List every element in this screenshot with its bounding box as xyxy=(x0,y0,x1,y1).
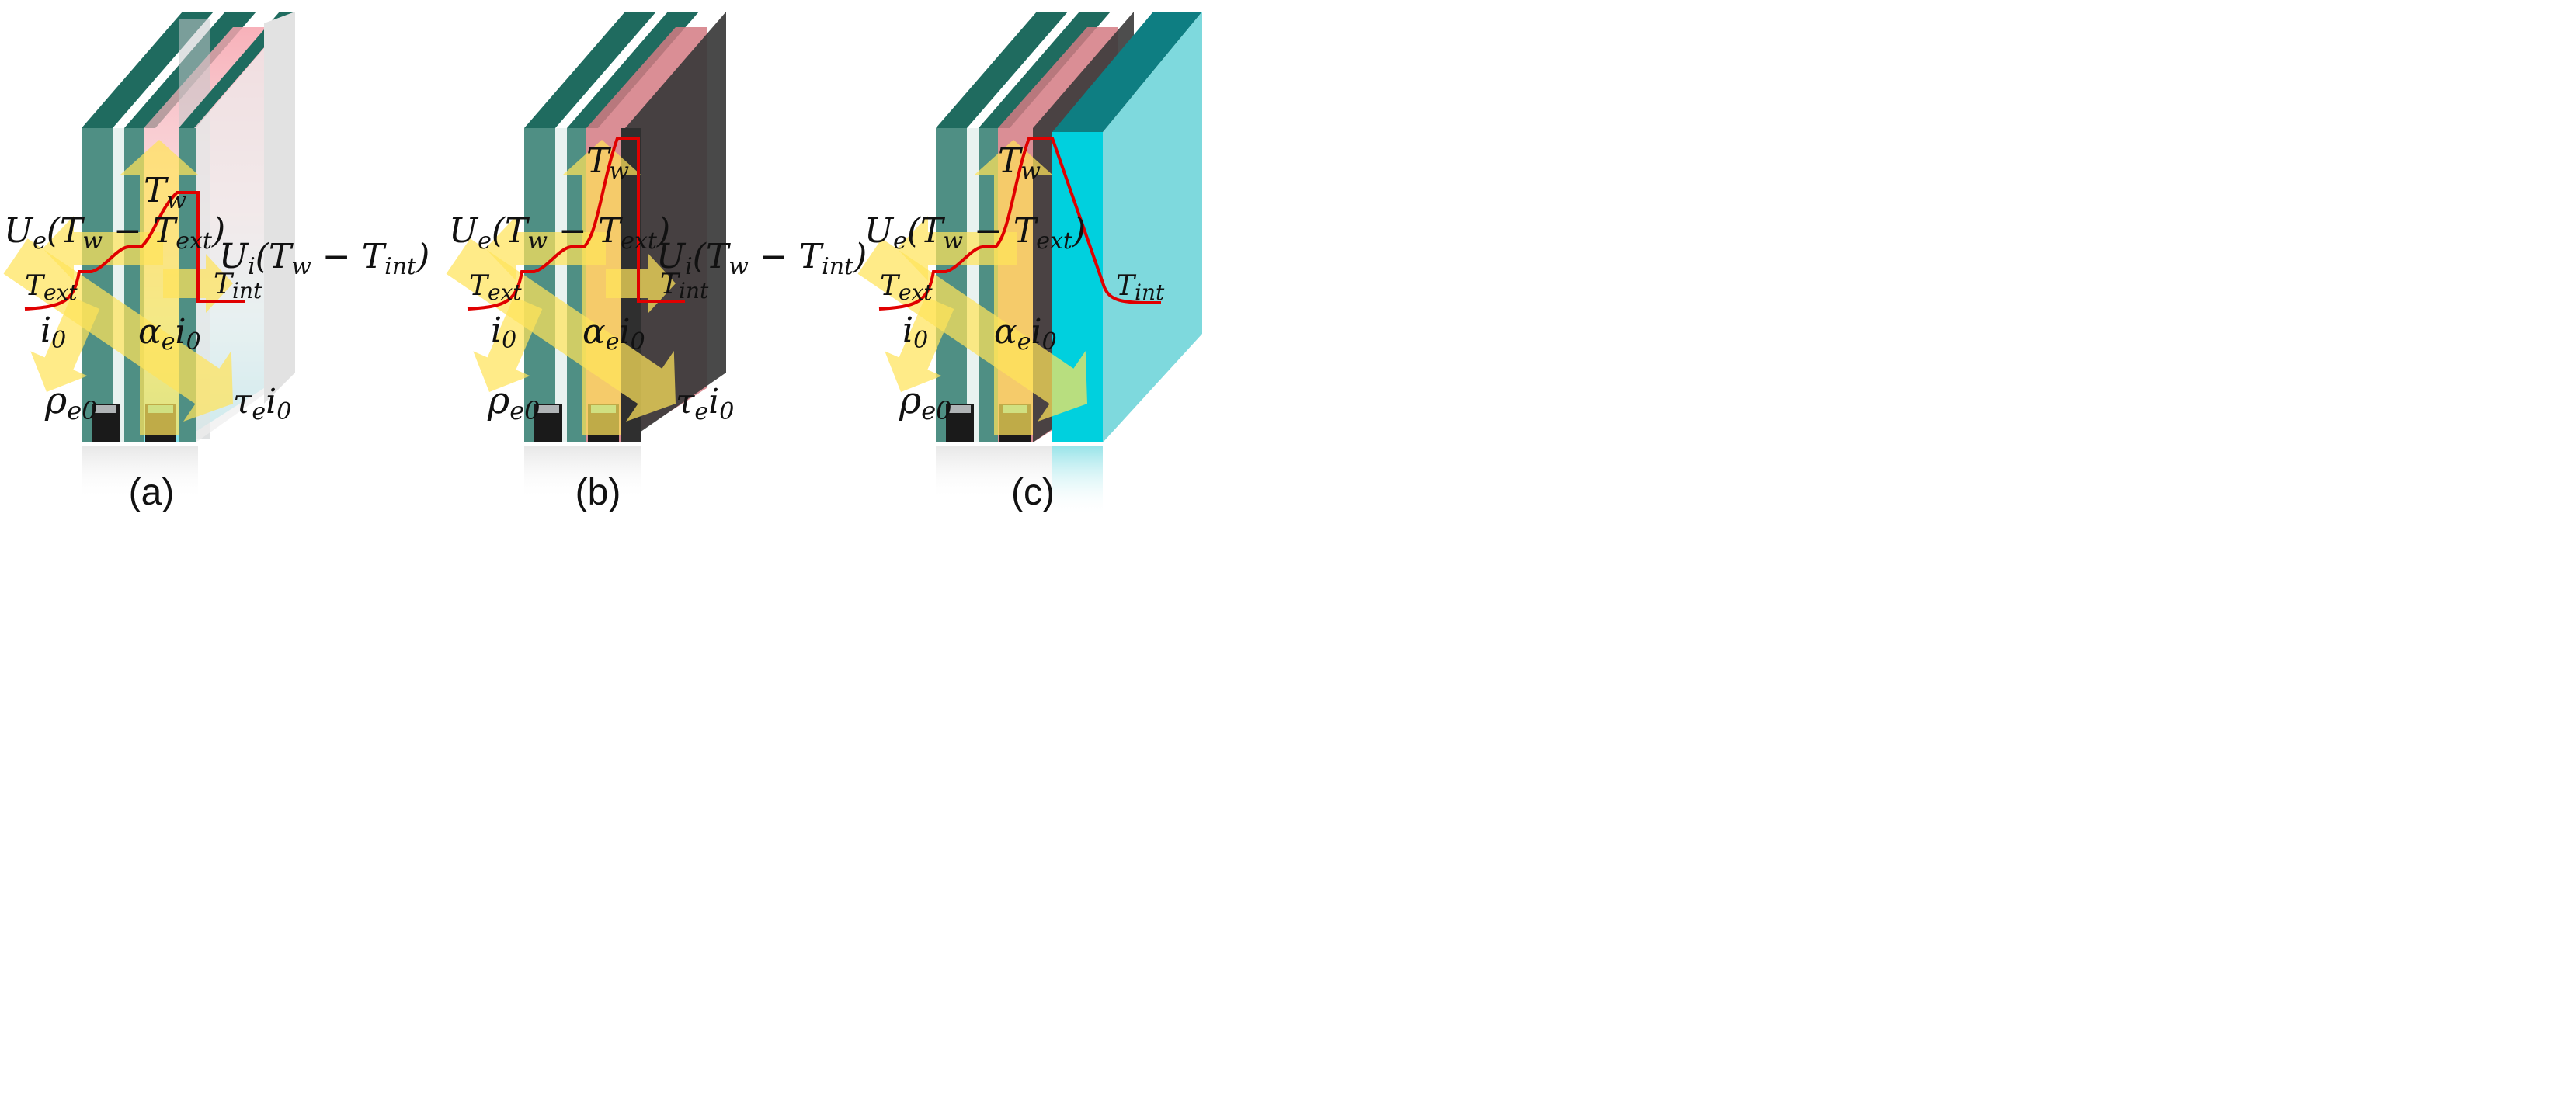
label-text: Text xyxy=(25,270,78,305)
label-rho: ρe0 xyxy=(44,379,98,425)
label-tint: Tint xyxy=(1116,270,1165,305)
exterior-loss-arrow xyxy=(485,216,606,281)
panel-c xyxy=(936,12,1202,516)
label-tw: Tw xyxy=(144,171,186,214)
temperature-profile-b xyxy=(467,137,685,311)
reflected-arrow xyxy=(473,297,543,392)
reflected-arrow xyxy=(30,297,100,392)
insulation-block-top xyxy=(1052,12,1202,132)
label-tint: Tint xyxy=(660,269,709,304)
label-ue: Ue(Tw − Text) xyxy=(4,211,225,255)
label-i0: i0 xyxy=(491,311,516,354)
label-tint: Tint xyxy=(214,269,262,304)
exterior-loss-arrow xyxy=(897,216,1017,281)
label-rho: ρe0 xyxy=(487,379,541,425)
label-tau: τei0 xyxy=(676,382,734,425)
exterior-loss-arrow xyxy=(43,216,163,281)
label-ui: Ui(Tw − Tint) xyxy=(219,237,429,280)
glass-unit xyxy=(936,12,1202,516)
label-i0: i0 xyxy=(40,311,66,354)
label-alpha: αei0 xyxy=(994,312,1057,356)
temperature-profile-c xyxy=(878,137,1162,311)
interior-gain-arrow xyxy=(606,254,676,313)
temperature-profile-a xyxy=(24,191,245,311)
label-text: Text xyxy=(469,270,522,305)
label-ue: Ue(Tw − Text) xyxy=(864,211,1086,255)
label-tw: Tw xyxy=(586,141,629,185)
label-tw: Tw xyxy=(998,141,1041,185)
caption-a: (a) xyxy=(129,472,175,513)
absorbed-arrow xyxy=(563,140,641,435)
label-tau: τei0 xyxy=(233,382,291,425)
insulation-block-side xyxy=(1103,12,1202,442)
label-alpha: αei0 xyxy=(138,312,201,356)
caption-c: (c) xyxy=(1011,472,1055,513)
glass-unit xyxy=(82,12,295,501)
label-i0: i0 xyxy=(902,311,928,354)
panel-c-labels: Ue(Tw − Text) Tw Text Tint i0 αei0 ρe0 xyxy=(864,141,1165,425)
absorbed-arrow xyxy=(975,140,1052,435)
absorbed-arrow xyxy=(120,140,198,435)
label-text: Text xyxy=(880,270,933,305)
overlays xyxy=(3,137,1162,435)
label-ui: Ui(Tw − Tint) xyxy=(656,237,867,280)
label-alpha: αei0 xyxy=(582,312,645,356)
caption-b: (b) xyxy=(575,472,621,513)
label-rho: ρe0 xyxy=(899,379,952,425)
label-ue: Ue(Tw − Text) xyxy=(449,211,670,255)
panel-a xyxy=(82,12,295,501)
panel-b-labels: Ue(Tw − Text) Ui(Tw − Tint) Tw Text Tint… xyxy=(449,141,867,425)
panel-a-labels: Ue(Tw − Text) Ui(Tw − Tint) Tw Text Tint… xyxy=(4,171,429,425)
reflected-arrow xyxy=(885,297,954,392)
